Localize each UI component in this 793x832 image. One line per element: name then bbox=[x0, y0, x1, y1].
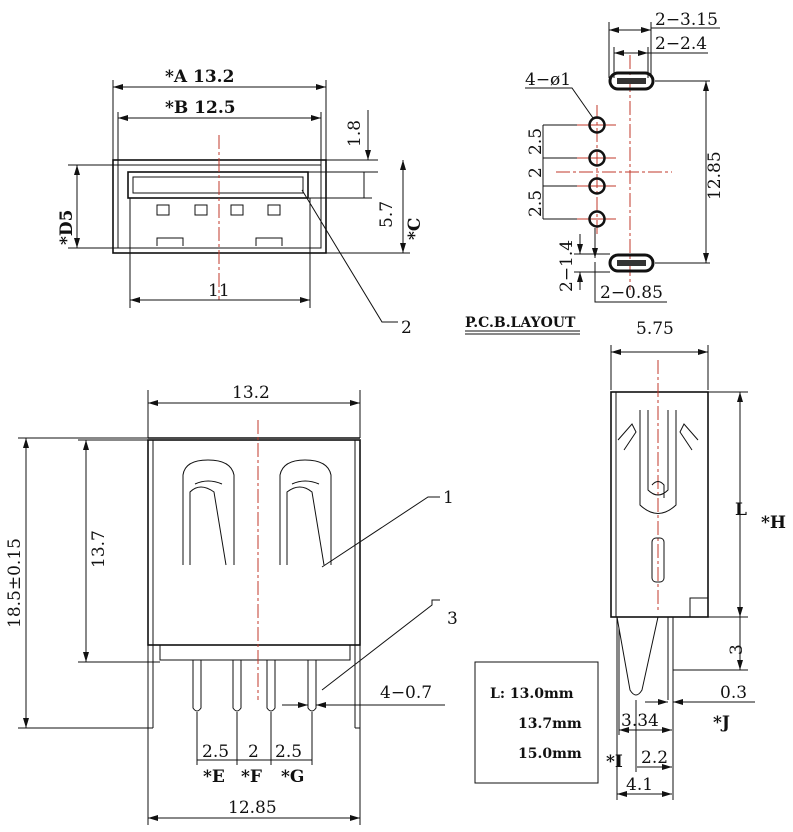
dim-pin-width: 4−0.7 bbox=[380, 683, 432, 703]
pitch-2: 2 bbox=[526, 167, 546, 178]
contact bbox=[156, 204, 170, 216]
dim-0-85: 2−0.85 bbox=[600, 283, 663, 303]
hole-diameter: 4−ø1 bbox=[525, 70, 571, 90]
dim-2-2: 2.2 bbox=[641, 748, 668, 768]
pin-holes bbox=[588, 116, 606, 228]
callout-2: 2 bbox=[401, 318, 412, 338]
dim-1-8: 1.8 bbox=[345, 120, 365, 147]
shell-body bbox=[147, 439, 361, 646]
mounting-slot bbox=[608, 71, 655, 91]
callout-1: 1 bbox=[443, 488, 454, 508]
callout-3: 3 bbox=[447, 609, 458, 629]
dim-l: L bbox=[735, 500, 747, 520]
dim-5-7: 5.7 bbox=[377, 201, 397, 228]
mounting-slot bbox=[608, 253, 655, 273]
contact bbox=[230, 204, 244, 216]
pitch-f: 2 bbox=[248, 742, 259, 762]
dim-3: 3 bbox=[727, 644, 747, 655]
side-view: 5.75 L *H 3 0.3 *J 3.34 2.2 *I 4.1 bbox=[606, 319, 786, 800]
dim-d: *D5 bbox=[57, 210, 77, 245]
contact bbox=[267, 204, 281, 216]
dim-1-4: 2−1.4 bbox=[557, 240, 577, 292]
length-option: 13.7mm bbox=[518, 716, 582, 732]
dim-3-15: 2−3.15 bbox=[655, 10, 718, 30]
receptacle-cavity bbox=[127, 171, 309, 199]
dim-12-85: 12.85 bbox=[228, 798, 277, 818]
dim-b: *B 12.5 bbox=[165, 98, 236, 118]
dim-0-3: 0.3 bbox=[720, 683, 747, 703]
pcb-layout-title: P.C.B.LAYOUT bbox=[465, 315, 576, 331]
pins bbox=[192, 660, 317, 712]
dim-c: *C bbox=[405, 218, 425, 240]
front-view: *A 13.2 *B 12.5 11 1.8 5.7 *C *D5 2 bbox=[57, 67, 425, 338]
label-e: *E bbox=[203, 767, 225, 787]
dim-2-4: 2−2.4 bbox=[655, 34, 707, 54]
pitch-3: 2.5 bbox=[526, 190, 546, 217]
dim-width: 13.2 bbox=[232, 383, 270, 403]
dim-5-75: 5.75 bbox=[636, 319, 674, 339]
length-option: L: 13.0mm bbox=[490, 686, 574, 702]
pitch-e: 2.5 bbox=[202, 742, 229, 762]
pitch-1: 2.5 bbox=[526, 128, 546, 155]
dim-12-85: 12.85 bbox=[705, 151, 725, 200]
side-body bbox=[610, 391, 709, 618]
dim-3-34: 3.34 bbox=[621, 711, 659, 731]
length-table: L: 13.0mm 13.7mm 15.0mm bbox=[474, 661, 599, 784]
label-j: *J bbox=[713, 713, 730, 733]
contact bbox=[194, 204, 208, 216]
dim-11: 11 bbox=[208, 281, 230, 301]
length-option: 15.0mm bbox=[518, 746, 582, 762]
dim-height: 18.5±0.15 bbox=[5, 538, 25, 628]
label-i: *I bbox=[606, 752, 623, 772]
label-f: *F bbox=[241, 767, 262, 787]
dim-a: *A 13.2 bbox=[165, 67, 234, 87]
dim-4-1: 4.1 bbox=[626, 775, 653, 795]
dim-h: *H bbox=[761, 513, 786, 533]
pitch-g: 2.5 bbox=[275, 742, 302, 762]
pcb-layout: 2−3.15 2−2.4 4−ø1 2.5 2 2.5 12.85 2−1.4 … bbox=[465, 10, 725, 335]
label-g: *G bbox=[281, 767, 304, 787]
dim-13-7: 13.7 bbox=[89, 530, 109, 568]
bottom-view: 13.2 13.7 18.5±0.15 1 3 4−0.7 2.5 2 2.5 … bbox=[5, 383, 458, 825]
